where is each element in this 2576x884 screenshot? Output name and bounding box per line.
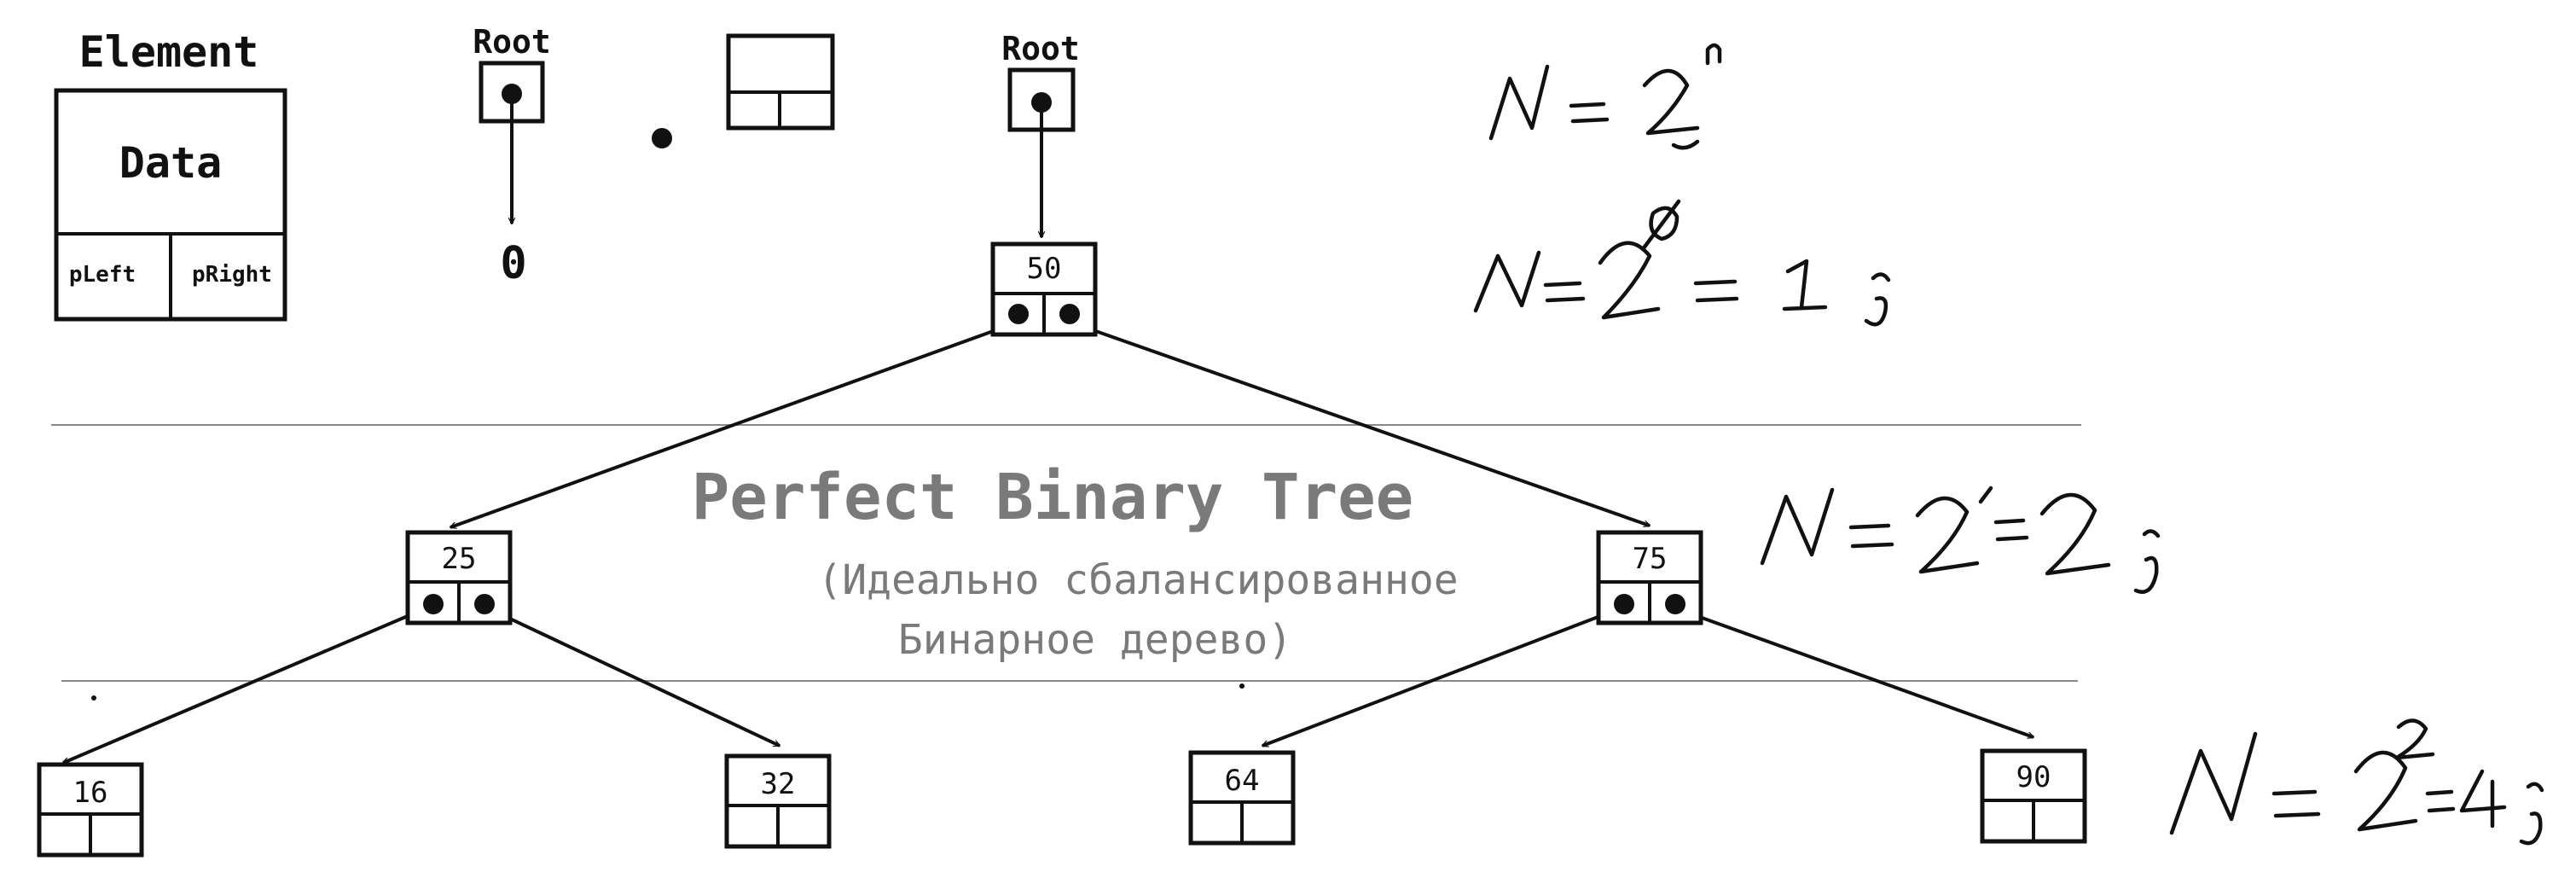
left-pointer-dot <box>423 594 444 614</box>
handwritten-formula-level-1 <box>1760 486 2161 594</box>
tree-node-75: 75 <box>1596 530 1703 625</box>
node-value: 25 <box>442 542 477 576</box>
left-pointer-dot <box>1614 594 1634 614</box>
right-pointer-dot <box>1665 594 1685 614</box>
handwritten-formula-level-2 <box>2169 718 2544 846</box>
null-value: 0 <box>500 238 526 289</box>
node-value: 16 <box>73 776 108 810</box>
left-pointer-dot <box>1008 304 1029 324</box>
right-pointer-dot <box>1059 304 1080 324</box>
legend-data-label: Data <box>119 138 222 188</box>
edge-50-25 <box>450 321 1018 527</box>
tree-node-90: 90 <box>1980 748 2087 844</box>
handwritten-formula-n-equals-2-pow-h <box>1488 43 1722 150</box>
tree-node-32: 32 <box>724 753 832 849</box>
speck <box>1239 683 1244 689</box>
edge-75-90 <box>1673 606 2034 737</box>
tree-node-25: 25 <box>405 530 513 625</box>
diagram-caption: Perfect Binary Tree (Идеально сбалансиро… <box>692 461 1459 664</box>
right-pointer-dot <box>474 594 495 614</box>
node-value: 50 <box>1027 252 1062 286</box>
node-box <box>1980 748 2087 844</box>
legend-pright-label: pRight <box>192 262 272 288</box>
caption-subtitle-line2: Бинарное дерево) <box>898 616 1292 664</box>
edge-25-32 <box>482 604 780 747</box>
legend-pleft-label: pLeft <box>69 262 136 288</box>
legend-title: Element <box>79 27 259 77</box>
empty-root-label: Root <box>473 23 551 61</box>
handwritten-formula-level-0 <box>1473 199 1891 327</box>
separator-dot <box>652 128 672 148</box>
tree-node-50: 50 <box>990 241 1098 337</box>
edge-75-64 <box>1262 606 1623 747</box>
node-value: 32 <box>761 767 796 801</box>
edge-25-16 <box>63 604 432 765</box>
node-value: 90 <box>2016 760 2051 794</box>
element-legend: Element Data pLeft pRight <box>54 27 287 322</box>
tree-node-64: 64 <box>1188 750 1296 846</box>
tree-node-16: 16 <box>37 762 144 858</box>
speck <box>91 695 96 701</box>
edge-50-75 <box>1070 321 1650 526</box>
tree-root-pointer: Root <box>1001 30 1080 237</box>
node-value: 75 <box>1633 542 1668 576</box>
empty-tree-example: Root 0 <box>473 23 835 289</box>
node-value: 64 <box>1225 764 1260 798</box>
tree-edges <box>63 321 2034 765</box>
caption-subtitle-line1: (Идеально сбалансированное <box>817 556 1458 604</box>
caption-title: Perfect Binary Tree <box>692 461 1413 534</box>
tree-root-label: Root <box>1001 30 1080 67</box>
